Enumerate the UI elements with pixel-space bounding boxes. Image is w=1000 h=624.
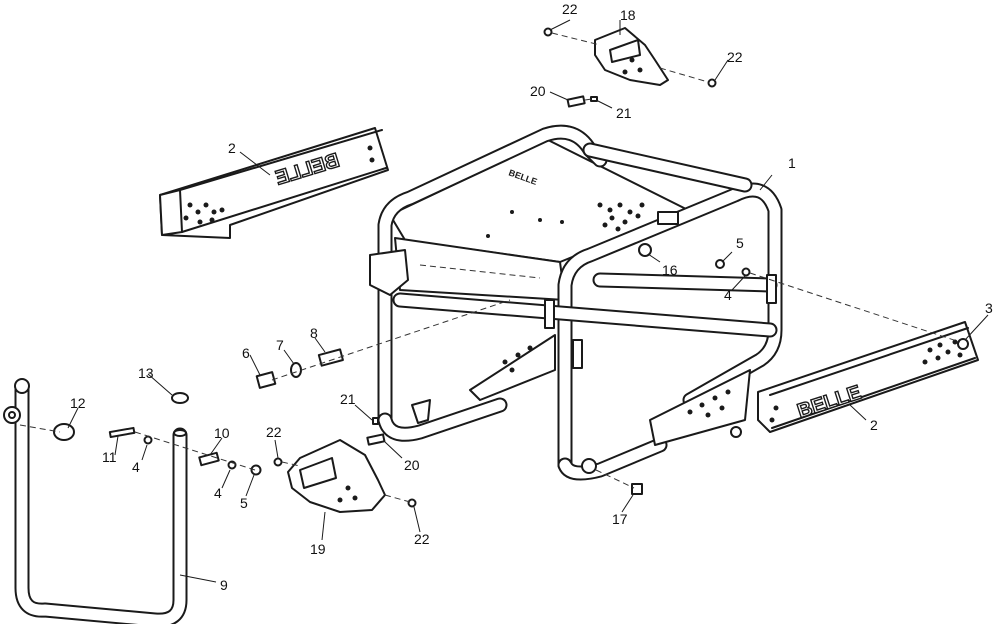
side-rail-upper-holes <box>183 145 375 225</box>
frame-bracket-lug <box>411 399 431 424</box>
callout-bolt-11: 11 <box>102 449 117 465</box>
callout-cap-13: 13 <box>138 365 154 381</box>
frame-tab-a <box>544 299 555 329</box>
frame-left-mount-plate <box>369 249 409 296</box>
leader-lines <box>67 19 989 583</box>
frame-tubes <box>377 124 783 481</box>
bracket-top <box>594 27 669 86</box>
handle-top-end <box>14 378 30 394</box>
hardware <box>53 27 969 508</box>
side-rail-upper: BELLE <box>159 127 389 239</box>
frame-rubber-foot-stud <box>730 426 742 438</box>
clip-21-mid <box>372 417 379 425</box>
screw-22-top-a <box>543 27 553 37</box>
callout-clip-top: 21 <box>616 105 632 121</box>
screw-22-left-a <box>273 457 283 467</box>
screw-22-left-b <box>407 498 417 508</box>
callout-nut-mid: 5 <box>736 235 744 251</box>
callout-washer-handle-a: 4 <box>132 459 140 475</box>
callout-pin-mid: 20 <box>404 457 420 473</box>
frame-assembly: BELLE <box>369 124 783 481</box>
side-rail-lower-holes <box>769 339 963 423</box>
frame-tab-c <box>766 274 777 304</box>
callout-nut-16: 16 <box>662 262 678 278</box>
nut-16 <box>638 243 652 257</box>
frame-tab-b <box>572 339 583 369</box>
callout-screw-left-b: 22 <box>414 531 430 547</box>
callout-rail-lower: 2 <box>870 417 878 433</box>
cap-13 <box>171 392 189 404</box>
washer-7 <box>290 362 302 378</box>
callout-screw-top-a: 22 <box>562 1 578 17</box>
callout-clip-mid: 21 <box>340 391 356 407</box>
frame-vent-holes <box>486 202 645 238</box>
nut-5-handle <box>250 464 262 476</box>
pin-20-top <box>566 95 586 108</box>
callout-knob-12: 12 <box>70 395 86 411</box>
callout-bracket-left: 19 <box>310 541 326 557</box>
fitting-8 <box>317 348 344 367</box>
callout-fitting-8: 8 <box>310 325 318 341</box>
callout-bracket-top: 18 <box>620 7 636 23</box>
fitting-6 <box>255 371 277 389</box>
handle-pivot-hole <box>8 411 16 419</box>
clip-21-top <box>590 96 598 102</box>
washer-4-mid <box>741 267 751 277</box>
frame-foot-holes <box>502 345 731 418</box>
frame-tab-d <box>657 211 679 225</box>
callouts: 1 2 2 3 4 4 4 5 5 6 7 8 9 10 11 12 13 16… <box>70 1 993 593</box>
callout-bolt-17: 17 <box>612 511 628 527</box>
spacer-10 <box>198 451 220 467</box>
callout-rail-upper: 2 <box>228 140 236 156</box>
callout-washer-mid: 4 <box>724 287 732 303</box>
frame-right-foot-plate <box>649 369 751 446</box>
callout-washer-7: 7 <box>276 337 284 353</box>
bracket-left <box>287 439 386 513</box>
callout-fitting-6: 6 <box>242 345 250 361</box>
side-rail-lower: BELLE <box>757 321 979 433</box>
washer-4-handle-a <box>143 435 153 445</box>
bolt-3 <box>957 338 969 350</box>
callout-washer-handle-b: 4 <box>214 485 222 501</box>
bolt-17 <box>631 483 643 495</box>
screw-22-top-b <box>707 78 717 88</box>
callout-bolt-rail: 3 <box>985 300 993 316</box>
callout-screw-top-b: 22 <box>727 49 743 65</box>
callout-pin-top: 20 <box>530 83 546 99</box>
handle <box>3 378 188 624</box>
pin-20-mid <box>366 433 386 446</box>
frame-left-foot-plate <box>469 334 556 401</box>
callout-spacer-10: 10 <box>214 425 230 441</box>
callout-screw-left-a: 22 <box>266 424 282 440</box>
bolt-11 <box>108 426 136 439</box>
frame-foot-lug <box>581 458 597 474</box>
callout-frame: 1 <box>788 155 796 171</box>
frame-panel-seam <box>419 264 541 279</box>
handle-tube-end <box>173 429 187 437</box>
knob-12 <box>53 423 75 441</box>
assembly-lines <box>19 32 961 503</box>
callout-nut-handle: 5 <box>240 495 248 511</box>
handle-pivot-eye <box>3 406 21 424</box>
callout-handle: 9 <box>220 577 228 593</box>
